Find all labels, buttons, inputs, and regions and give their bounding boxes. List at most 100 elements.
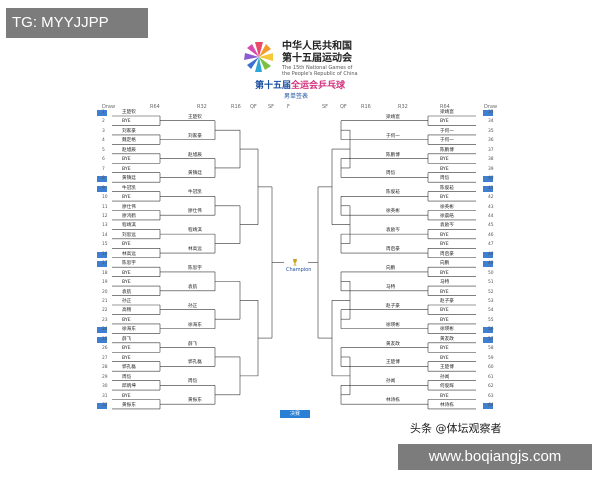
player-name: BYE bbox=[122, 355, 131, 361]
player-name: 孙正 bbox=[122, 299, 132, 304]
draw-number: 27 bbox=[102, 355, 108, 361]
player-name: 黄镇廷 bbox=[122, 176, 136, 182]
draw-number: 63 bbox=[488, 393, 494, 399]
draw-number: 2 bbox=[102, 119, 105, 125]
player-name: BYE bbox=[440, 289, 449, 295]
player-name: BYE bbox=[122, 346, 131, 352]
draw-number: 28 bbox=[102, 365, 108, 371]
player-name: BYE bbox=[440, 232, 449, 238]
player-name: 王楚钦 bbox=[122, 110, 136, 115]
player-name: 林诗栋 bbox=[440, 402, 454, 408]
player-name: BYE bbox=[122, 166, 131, 172]
player-name: 徐瑛彬 bbox=[440, 327, 454, 333]
seed-marker bbox=[483, 176, 493, 183]
round-header: R32 bbox=[197, 104, 207, 110]
player-name: 何俊辉 bbox=[440, 384, 454, 390]
player-name: 陈鹏博 bbox=[440, 147, 454, 153]
draw-number: 33 bbox=[488, 110, 494, 115]
r32-player-name: 赵子豪 bbox=[386, 303, 400, 309]
draw-number: 9 bbox=[102, 185, 105, 191]
draw-number: 58 bbox=[488, 346, 494, 352]
r32-player-name: 刘家豪 bbox=[188, 133, 202, 139]
draw-number: 51 bbox=[488, 280, 494, 286]
draw-number: 40 bbox=[488, 176, 494, 182]
player-name: 牛冠凯 bbox=[122, 185, 136, 191]
draw-number: 7 bbox=[102, 166, 105, 172]
draw-number: 32 bbox=[102, 402, 108, 408]
r32-player-name: 孙正 bbox=[188, 303, 198, 309]
player-name: BYE bbox=[440, 346, 449, 352]
draw-number: 42 bbox=[488, 195, 494, 201]
seed-marker bbox=[483, 327, 493, 334]
seed-marker bbox=[97, 110, 107, 116]
r32-player-name: 徐海东 bbox=[188, 322, 202, 328]
player-name: 向鹏 bbox=[440, 261, 450, 267]
round-header: R16 bbox=[231, 104, 241, 110]
player-name: BYE bbox=[122, 157, 131, 163]
round-header: R64 bbox=[150, 104, 160, 110]
r32-player-name: 薛飞 bbox=[188, 341, 198, 347]
seed-marker bbox=[97, 402, 107, 409]
player-name: 于何一 bbox=[440, 128, 454, 134]
site-watermark: www.boqiangjs.com bbox=[398, 444, 592, 470]
round-header: R64 bbox=[440, 104, 450, 110]
player-name: 高畅 bbox=[122, 308, 132, 314]
r32-player-name: 徐瑛彬 bbox=[386, 322, 400, 328]
draw-number: 49 bbox=[488, 261, 494, 267]
r32-player-name: 袁励岑 bbox=[386, 228, 400, 234]
player-name: 周恺 bbox=[122, 374, 132, 380]
player-name: 袁航 bbox=[122, 289, 132, 295]
player-name: BYE bbox=[122, 317, 131, 323]
r32-player-name: 王楚博 bbox=[386, 360, 400, 366]
draw-number: 11 bbox=[102, 204, 108, 210]
round-header: Draw bbox=[484, 104, 498, 110]
seed-marker bbox=[483, 261, 493, 268]
draw-number: 52 bbox=[488, 289, 494, 295]
player-name: BYE bbox=[122, 280, 131, 286]
player-name: 徐英彬 bbox=[440, 204, 454, 210]
player-name: 廖鸿鹤 bbox=[122, 213, 136, 219]
games-logo-icon bbox=[244, 42, 273, 72]
draw-number: 64 bbox=[488, 402, 494, 408]
r32-player-name: 陈思宇 bbox=[188, 265, 202, 271]
seed-marker bbox=[483, 402, 493, 409]
r32-player-name: 袁航 bbox=[188, 284, 198, 290]
draw-number: 35 bbox=[488, 128, 494, 134]
draw-number: 47 bbox=[488, 242, 494, 248]
round-header: QF bbox=[340, 104, 347, 110]
trophy-icon bbox=[293, 259, 297, 266]
player-name: 黄友政 bbox=[440, 336, 454, 342]
draw-number: 26 bbox=[102, 346, 108, 352]
player-name: BYE bbox=[440, 119, 449, 125]
player-name: 林高远 bbox=[122, 251, 136, 257]
seed-marker bbox=[97, 176, 107, 183]
draw-number: 50 bbox=[488, 270, 494, 276]
r32-player-name: 于何一 bbox=[386, 133, 400, 139]
draw-number: 46 bbox=[488, 232, 494, 238]
r32-player-name: 向鹏 bbox=[386, 265, 396, 271]
draw-number: 41 bbox=[488, 185, 494, 191]
round-header: SF bbox=[322, 104, 329, 110]
player-name: 薛飞 bbox=[122, 336, 132, 342]
draw-number: 20 bbox=[102, 289, 108, 295]
round-header: R32 bbox=[398, 104, 408, 110]
r32-player-name: 郭孔磊 bbox=[188, 360, 202, 366]
player-name: 赵子豪 bbox=[440, 299, 454, 304]
round-header: QF bbox=[250, 104, 257, 110]
r32-player-name: 周恺 bbox=[386, 171, 396, 177]
player-name: BYE bbox=[122, 270, 131, 276]
draw-number: 19 bbox=[102, 280, 108, 286]
player-name: 徐海东 bbox=[122, 327, 136, 333]
player-name: BYE bbox=[440, 308, 449, 314]
draw-number: 55 bbox=[488, 317, 494, 323]
player-name: 梁靖崑 bbox=[440, 110, 454, 115]
draw-number: 43 bbox=[488, 204, 494, 210]
seed-marker bbox=[483, 110, 493, 116]
draw-number: 13 bbox=[102, 223, 108, 229]
player-name: BYE bbox=[440, 270, 449, 276]
draw-number: 53 bbox=[488, 299, 494, 304]
draw-number: 25 bbox=[102, 336, 108, 342]
player-name: BYE bbox=[122, 393, 131, 399]
seed-marker bbox=[97, 261, 107, 268]
draw-number: 17 bbox=[102, 261, 108, 267]
